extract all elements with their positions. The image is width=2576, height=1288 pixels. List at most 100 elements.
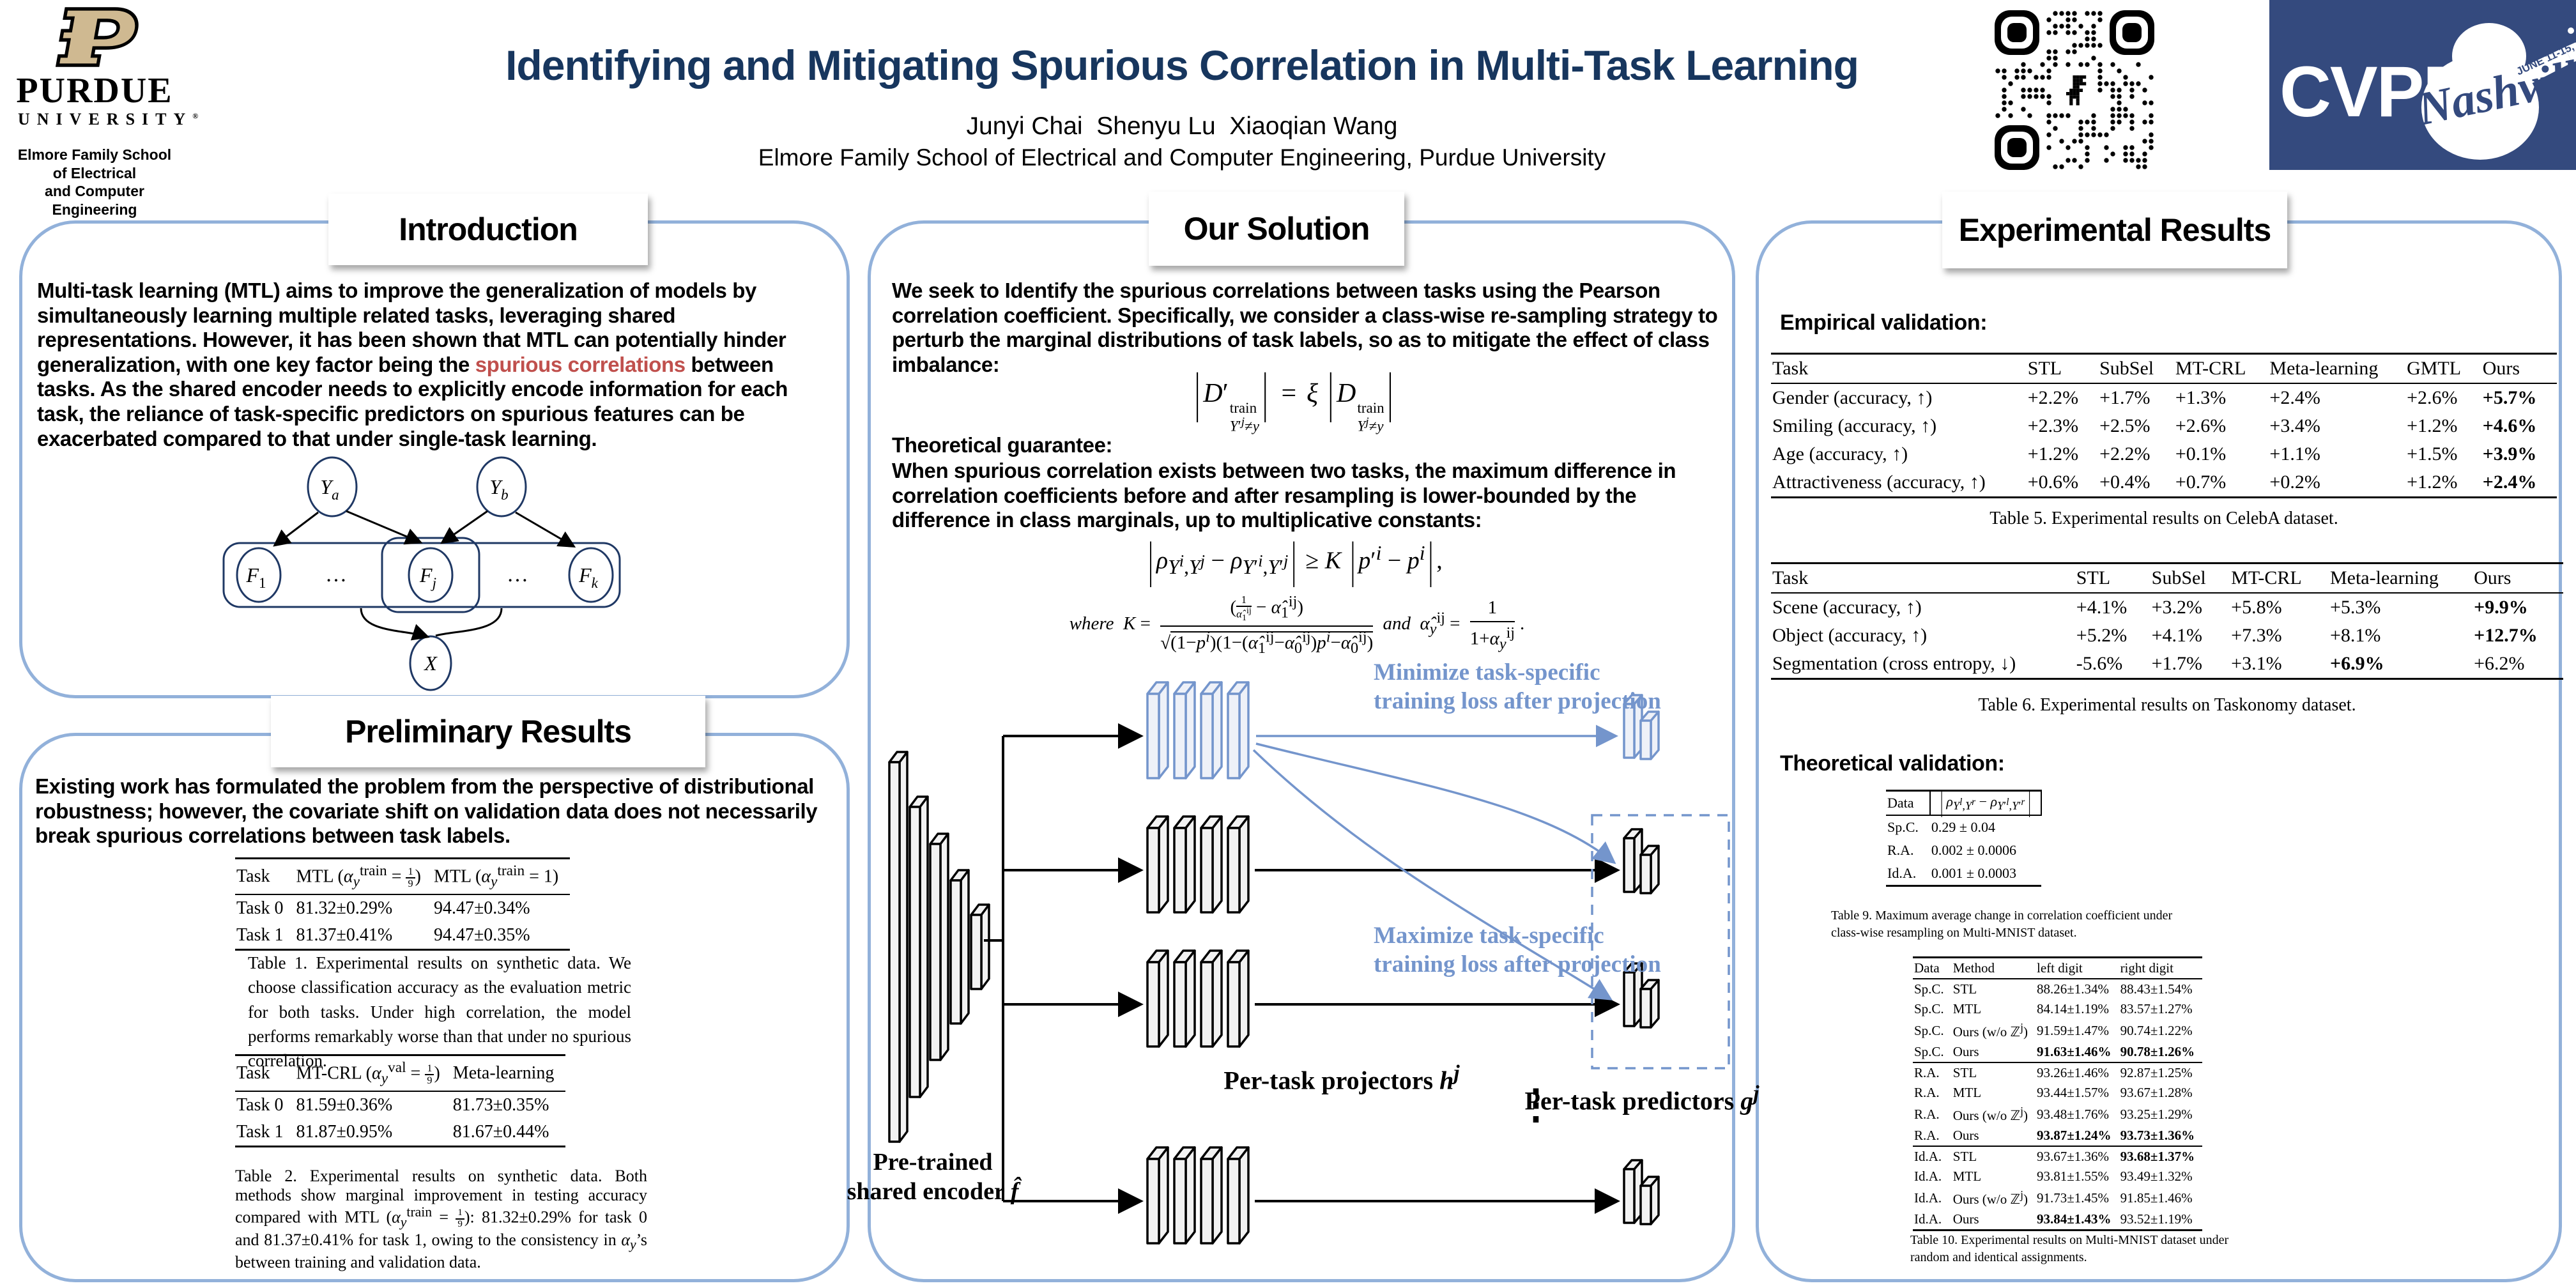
table-cell: 90.74±1.22% [2120,1022,2193,1038]
node-x [409,635,452,691]
table-cell: +7.3% [2231,625,2282,646]
table-row: Object (accuracy, ↑)+5.2%+4.1%+7.3%+8.1%… [1771,622,2563,650]
table-cell: +3.9% [2482,443,2537,464]
table-cell: Task 1 [236,1121,284,1142]
svg-text:Yb: Yb [489,475,508,503]
qr-dino-pixel [2076,95,2080,99]
intro-text-after: between tasks. As the shared encoder nee… [37,352,788,450]
node-f1 [236,547,282,603]
dashed-selection-box [1591,814,1730,1070]
table-row: Scene (accuracy, ↑)+4.1%+3.2%+5.8%+5.3%+… [1771,593,2563,622]
predictor-group [1623,962,1660,1029]
column-header: Task [1771,353,2027,384]
projection-arrows [1252,724,1730,1070]
poster-affiliation: Elmore Family School of Electrical and C… [758,144,1606,171]
per-task-predictors-label: Per-task predictors gj [1524,1082,1759,1116]
preliminary-results-panel [19,733,850,1282]
table-cell: +1.2% [2407,471,2458,493]
column-header: Meta-learning [451,1055,566,1092]
qr-dino-pixel [2076,82,2080,86]
table-cell: 88.43±1.54% [2120,981,2193,997]
qr-dino-pixel [2083,82,2087,86]
column-header: Meta-learning [2328,563,2473,594]
table-cell: +4.1% [2076,597,2128,618]
intro-text-before: Multi-task learning (MTL) aims to improv… [37,279,786,376]
table-cell: Object (accuracy, ↑) [1772,625,1928,646]
purdue-p-glyph [55,7,139,67]
solution-paragraph-2: When spurious correlation exists between… [892,459,1676,532]
qr-dino-pixel [2066,92,2070,96]
projector-group [1146,1146,1250,1245]
table-cell: 93.25±1.29% [2120,1106,2193,1122]
table-cell: +3.2% [2151,597,2203,618]
node-fj [408,547,454,603]
table-cell: Id.A. [1887,865,1917,881]
table-cell: 0.001 ± 0.0003 [1931,865,2016,881]
table-cell: Ours [1952,1211,1979,1227]
column-header: STL [2026,353,2099,384]
column-header: left digit [2035,957,2119,979]
table-cell: +2.3% [2027,415,2079,436]
table-cell: Sp.C. [1914,1022,1944,1038]
table-cell: +0.6% [2027,471,2079,493]
column-header: MT-CRL [2230,563,2329,594]
table-2-caption: Table 2. Experimental results on synthet… [235,1167,647,1271]
table-row: Id.A. 0.001 ± 0.0003 [1886,862,2041,886]
qr-dino-pixel [2079,88,2083,92]
table-row: R.A. 0.002 ± 0.0006 [1886,839,2041,862]
purdue-school-name: Elmore Family School of Electrical and C… [17,146,172,218]
table-row: Gender (accuracy, ↑)+2.2%+1.7%+1.3%+2.4%… [1771,383,2557,412]
column-header: Task [235,1055,295,1092]
table-cell: 0.002 ± 0.0006 [1931,842,2016,858]
node-fk [568,547,614,603]
theoretical-guarantee-label: Theoretical guarantee: [892,433,1113,457]
table-cell: +1.7% [2151,653,2203,674]
qr-dino-pixel [2076,102,2080,105]
table-cell: 93.84±1.43% [2037,1211,2112,1227]
qr-dino-pixel [2076,92,2080,96]
table-cell: 93.68±1.37% [2120,1149,2195,1164]
qr-dino-pixel [2076,88,2080,92]
table-cell: 91.59±1.47% [2037,1022,2110,1038]
table-row: Age (accuracy, ↑)+1.2%+2.2%+0.1%+1.1%+1.… [1771,440,2557,468]
table-cell: 93.81±1.55% [2037,1169,2110,1184]
table-cell: +3.1% [2231,653,2282,674]
table-5-caption: Table 5. Experimental results on CelebA … [1989,509,2338,528]
table-cell: 93.44±1.57% [2037,1085,2110,1100]
header-row: Data|ρYl,Yr − ρY′l,Y′r| [1886,785,2042,817]
column-header: Method [1951,957,2036,979]
table-cell: +12.7% [2474,625,2538,646]
table-cell: 93.67±1.28% [2120,1085,2193,1100]
table-cell: +5.8% [2231,597,2282,618]
column-header: STL [2074,563,2150,594]
table-cell: Task 0 [236,1094,284,1115]
qr-dino-pixel [2069,92,2073,96]
dag-labels: Ya Yb F1 Fj Fk X … … [245,475,598,675]
table-cell: 0.29 ± 0.04 [1931,819,1995,835]
table-cell: +0.7% [2175,471,2227,493]
table-row: Id.A.Ours (w/o ℤj)91.73±1.45%91.85±1.46% [1913,1186,2202,1209]
purdue-p-icon [55,7,139,67]
column-header: right digit [2119,957,2203,979]
section-title-introduction: Introduction [328,194,648,265]
table-cell: +6.9% [2329,653,2384,674]
table-cell: +0.4% [2099,471,2150,493]
predictor-group [1623,828,1660,894]
table-cell: R.A. [1887,842,1914,858]
introduction-paragraph: Multi-task learning (MTL) aims to improv… [37,279,834,451]
table-cell: STL [1952,1149,1977,1164]
table-cell: 94.47±0.34% [433,898,530,918]
column-header: Data [1913,957,1952,979]
node-ya [307,456,358,518]
qr-dino-pixel [2073,88,2076,92]
table-cell: +2.2% [2099,443,2150,464]
